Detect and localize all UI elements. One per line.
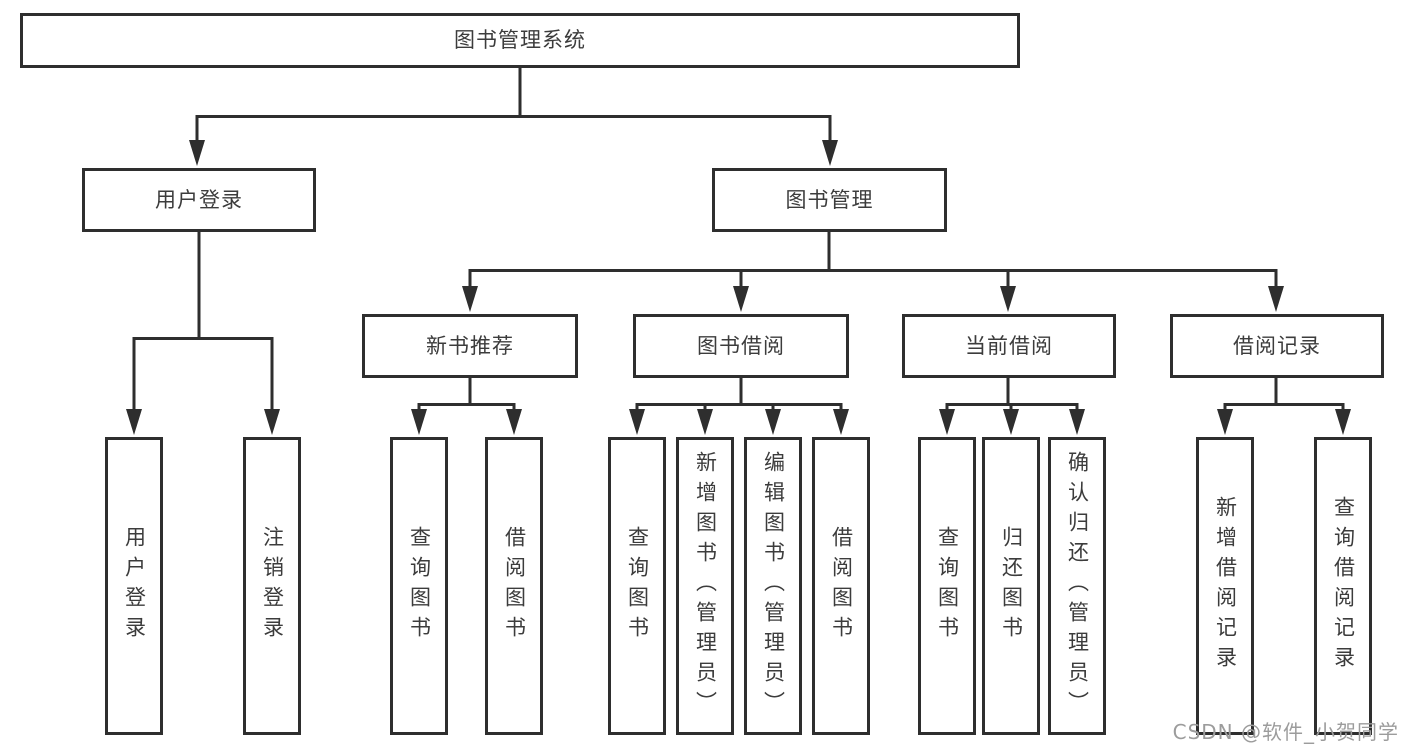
node-book-management: 图书管理 bbox=[712, 168, 947, 232]
leaf-label: 查询图书 bbox=[625, 526, 650, 646]
node-leaf-borrow-books-borrowing: 借阅图书 bbox=[812, 437, 870, 735]
leaf-label: 注销登录 bbox=[260, 526, 285, 646]
node-leaf-add-borrow-record: 新增借阅记录 bbox=[1196, 437, 1254, 735]
node-current-borrowing-label: 当前借阅 bbox=[965, 333, 1053, 358]
node-book-borrowing: 图书借阅 bbox=[633, 314, 849, 378]
leaf-label: 归还图书 bbox=[999, 526, 1024, 646]
leaf-label: 新增借阅记录 bbox=[1213, 496, 1238, 676]
leaf-label: 编辑图书（管理员） bbox=[761, 451, 786, 721]
node-root-label: 图书管理系统 bbox=[454, 28, 586, 52]
node-book-borrowing-label: 图书借阅 bbox=[697, 333, 785, 358]
node-leaf-user-login: 用户登录 bbox=[105, 437, 163, 735]
node-leaf-confirm-return-admin: 确认归还（管理员） bbox=[1048, 437, 1106, 735]
node-book-management-label: 图书管理 bbox=[785, 187, 874, 212]
node-leaf-query-borrow-record: 查询借阅记录 bbox=[1314, 437, 1372, 735]
node-leaf-borrow-books-recommend: 借阅图书 bbox=[485, 437, 543, 735]
node-user-login: 用户登录 bbox=[82, 168, 316, 232]
node-borrowing-records-label: 借阅记录 bbox=[1233, 333, 1321, 358]
node-leaf-edit-book-admin: 编辑图书（管理员） bbox=[744, 437, 802, 735]
node-borrowing-records: 借阅记录 bbox=[1170, 314, 1384, 378]
node-current-borrowing: 当前借阅 bbox=[902, 314, 1116, 378]
node-leaf-return-books: 归还图书 bbox=[982, 437, 1040, 735]
leaf-label: 确认归还（管理员） bbox=[1065, 451, 1090, 721]
node-leaf-add-book-admin: 新增图书（管理员） bbox=[676, 437, 734, 735]
node-user-login-label: 用户登录 bbox=[155, 187, 243, 212]
leaf-label: 查询图书 bbox=[407, 526, 432, 646]
node-leaf-logout: 注销登录 bbox=[243, 437, 301, 735]
node-new-book-recommend-label: 新书推荐 bbox=[426, 333, 514, 358]
node-leaf-query-books-recommend: 查询图书 bbox=[390, 437, 448, 735]
node-leaf-query-books-borrowing: 查询图书 bbox=[608, 437, 666, 735]
node-root: 图书管理系统 bbox=[20, 13, 1020, 68]
leaf-label: 查询借阅记录 bbox=[1331, 496, 1356, 676]
node-new-book-recommend: 新书推荐 bbox=[362, 314, 578, 378]
leaf-label: 借阅图书 bbox=[502, 526, 527, 646]
leaf-label: 查询图书 bbox=[935, 526, 960, 646]
csdn-watermark: CSDN @软件_小贺同学 bbox=[1172, 720, 1399, 744]
leaf-label: 用户登录 bbox=[122, 526, 147, 646]
leaf-label: 借阅图书 bbox=[829, 526, 854, 646]
node-leaf-query-books-current: 查询图书 bbox=[918, 437, 976, 735]
leaf-label: 新增图书（管理员） bbox=[693, 451, 718, 721]
